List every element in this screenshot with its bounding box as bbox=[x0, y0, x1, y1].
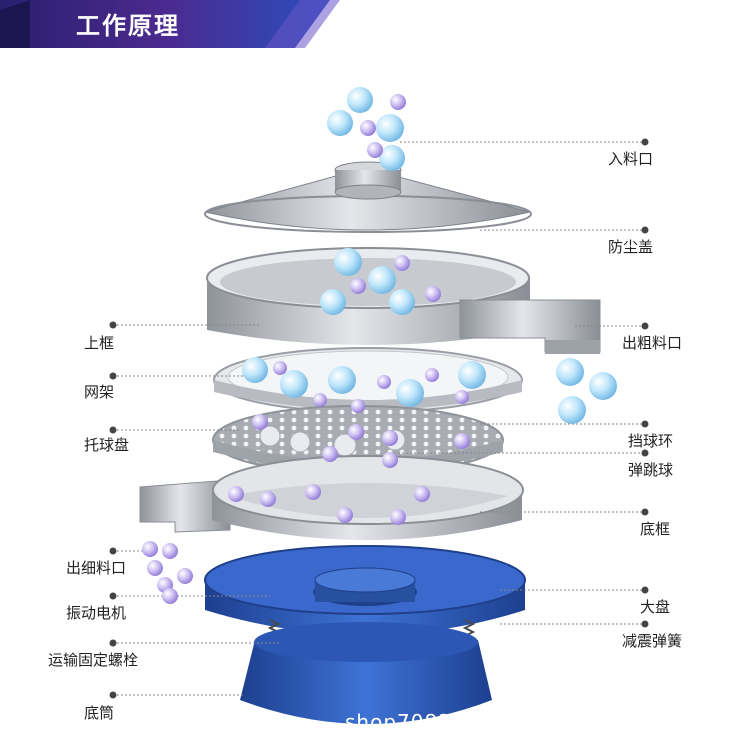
header-banner bbox=[0, 0, 340, 48]
watermark: shop7082a bbox=[345, 710, 466, 734]
label-ball-tray: 托球盘 bbox=[84, 436, 130, 454]
label-coarse-outlet: 出粗料口 bbox=[622, 334, 683, 352]
label-damping-spring: 减震弹簧 bbox=[622, 632, 683, 650]
dust-cover bbox=[204, 161, 532, 233]
left-leaders bbox=[109, 321, 280, 699]
label-bottom-frame: 底框 bbox=[640, 520, 671, 538]
label-transport-bolt: 运输固定螺栓 bbox=[48, 651, 139, 669]
vibration-base bbox=[204, 545, 526, 724]
label-fine-outlet: 出细料口 bbox=[66, 559, 127, 577]
upper-frame bbox=[206, 247, 601, 354]
label-ball-ring: 挡球环 bbox=[628, 432, 674, 450]
label-upper-frame: 上框 bbox=[84, 334, 115, 352]
page-title: 工作原理 bbox=[76, 12, 180, 40]
label-large-tray: 大盘 bbox=[640, 598, 671, 616]
bottom-frame bbox=[139, 455, 524, 540]
label-mesh-frame: 网架 bbox=[84, 383, 115, 401]
label-base-drum: 底筒 bbox=[84, 704, 115, 722]
material-particles bbox=[142, 87, 617, 604]
label-vibration-motor: 振动电机 bbox=[66, 604, 127, 622]
right-leaders bbox=[390, 138, 649, 628]
label-inlet: 入料口 bbox=[608, 150, 654, 168]
label-bouncing-ball: 弹跳球 bbox=[628, 461, 674, 479]
label-dust-cover: 防尘盖 bbox=[608, 238, 654, 256]
